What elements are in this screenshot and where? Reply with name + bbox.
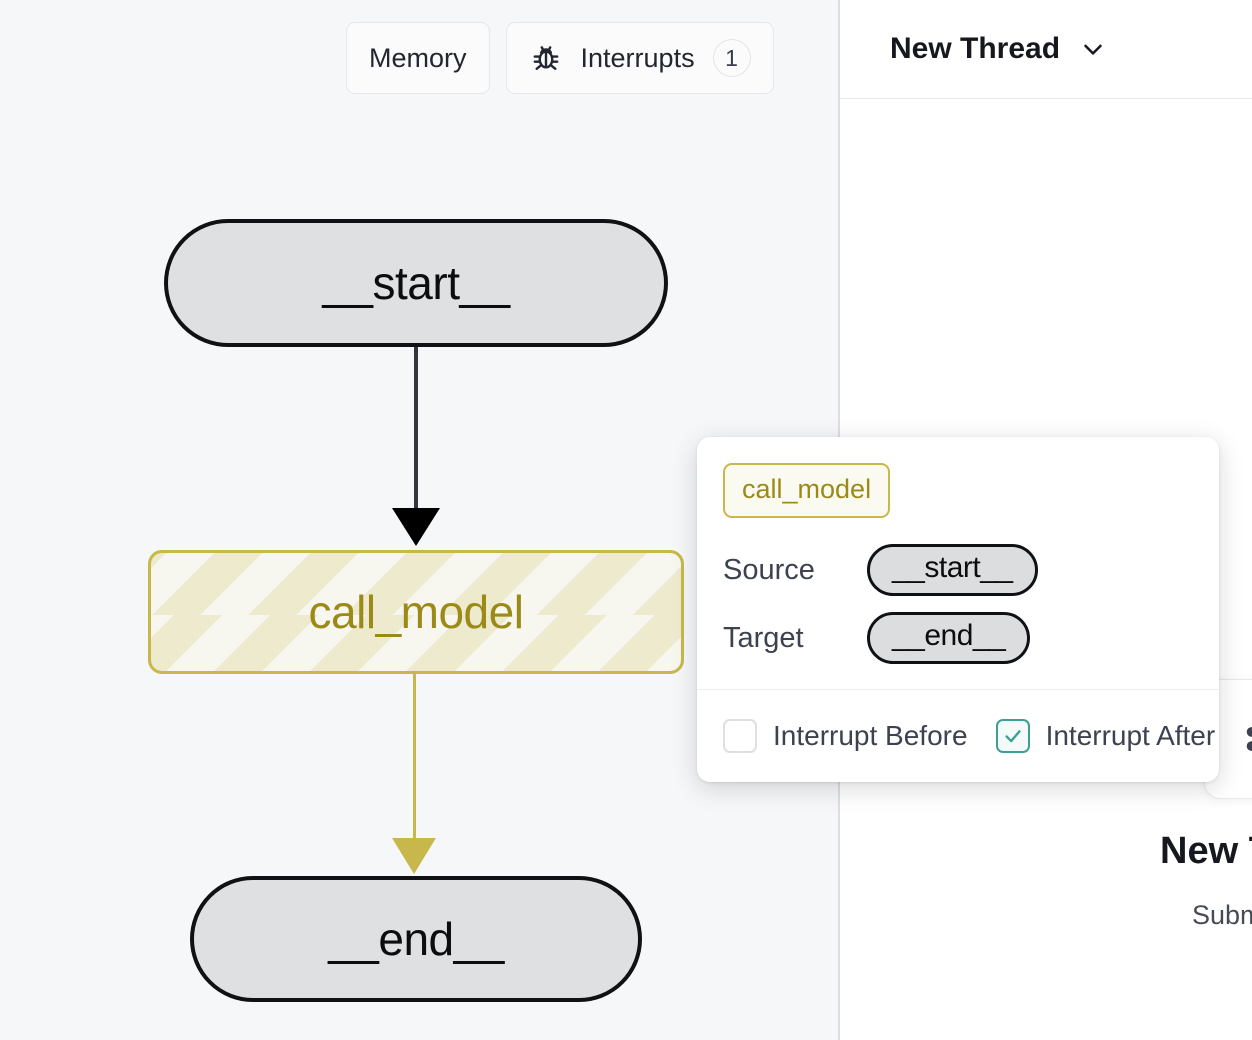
- interrupt-after-label: Interrupt After: [1045, 720, 1216, 751]
- edge-call-model-to-end-line[interactable]: [413, 674, 416, 842]
- memory-button-label: Memory: [369, 42, 467, 73]
- edge-popup-target-value[interactable]: __end__: [867, 612, 1031, 664]
- thread-title: New Thread: [890, 32, 1061, 65]
- graph-node-start-label: __start__: [322, 257, 510, 309]
- interrupt-after-checkbox[interactable]: [995, 719, 1030, 753]
- graph-node-end-label: __end__: [328, 913, 504, 965]
- edge-call-model-to-end-arrow[interactable]: [392, 838, 436, 874]
- thread-selector[interactable]: New Thread: [840, 0, 1252, 99]
- interrupt-before-label: Interrupt Before: [773, 720, 968, 751]
- graph-toolbar: Memory: [346, 22, 774, 94]
- chevron-down-icon[interactable]: [1078, 34, 1108, 64]
- interrupts-button[interactable]: Interrupts 1: [505, 22, 774, 94]
- edge-start-to-call-model-line: [414, 347, 418, 512]
- edge-popup-source-label: Source: [723, 553, 815, 586]
- edge-popup-interrupt-row: Interrupt Before Interrupt After: [697, 689, 1219, 782]
- edge-detail-popup[interactable]: call_model Source __start__ Target __end…: [697, 437, 1219, 782]
- graph-node-start[interactable]: __start__: [164, 219, 668, 347]
- interrupts-button-label: Interrupts: [580, 42, 695, 73]
- thread-empty-subtitle: Submit your input: [1192, 900, 1252, 930]
- edge-start-to-call-model-arrow: [392, 508, 440, 546]
- graph-node-call-model[interactable]: call_model: [148, 550, 684, 674]
- bug-icon: [529, 41, 563, 75]
- thread-empty-state: New T Submit your input: [840, 830, 1252, 931]
- interrupt-after-group[interactable]: Interrupt After: [995, 719, 1216, 753]
- edge-popup-source-value[interactable]: __start__: [867, 544, 1038, 596]
- edge-popup-target-row: Target __end__: [723, 612, 1193, 664]
- interrupt-before-group[interactable]: Interrupt Before: [723, 719, 968, 753]
- memory-button[interactable]: Memory: [346, 22, 490, 94]
- edge-popup-node-badge[interactable]: call_model: [723, 463, 891, 518]
- edge-popup-source-row: Source __start__: [723, 544, 1193, 596]
- interrupt-before-checkbox[interactable]: [723, 719, 757, 753]
- graph-node-end[interactable]: __end__: [190, 876, 642, 1002]
- edge-popup-body: call_model Source __start__ Target __end…: [697, 437, 1219, 664]
- interrupts-count-badge: 1: [712, 39, 751, 77]
- thread-empty-title: New T: [1160, 830, 1252, 872]
- edge-popup-target-label: Target: [723, 621, 804, 654]
- graph-node-call-model-label: call_model: [308, 586, 524, 638]
